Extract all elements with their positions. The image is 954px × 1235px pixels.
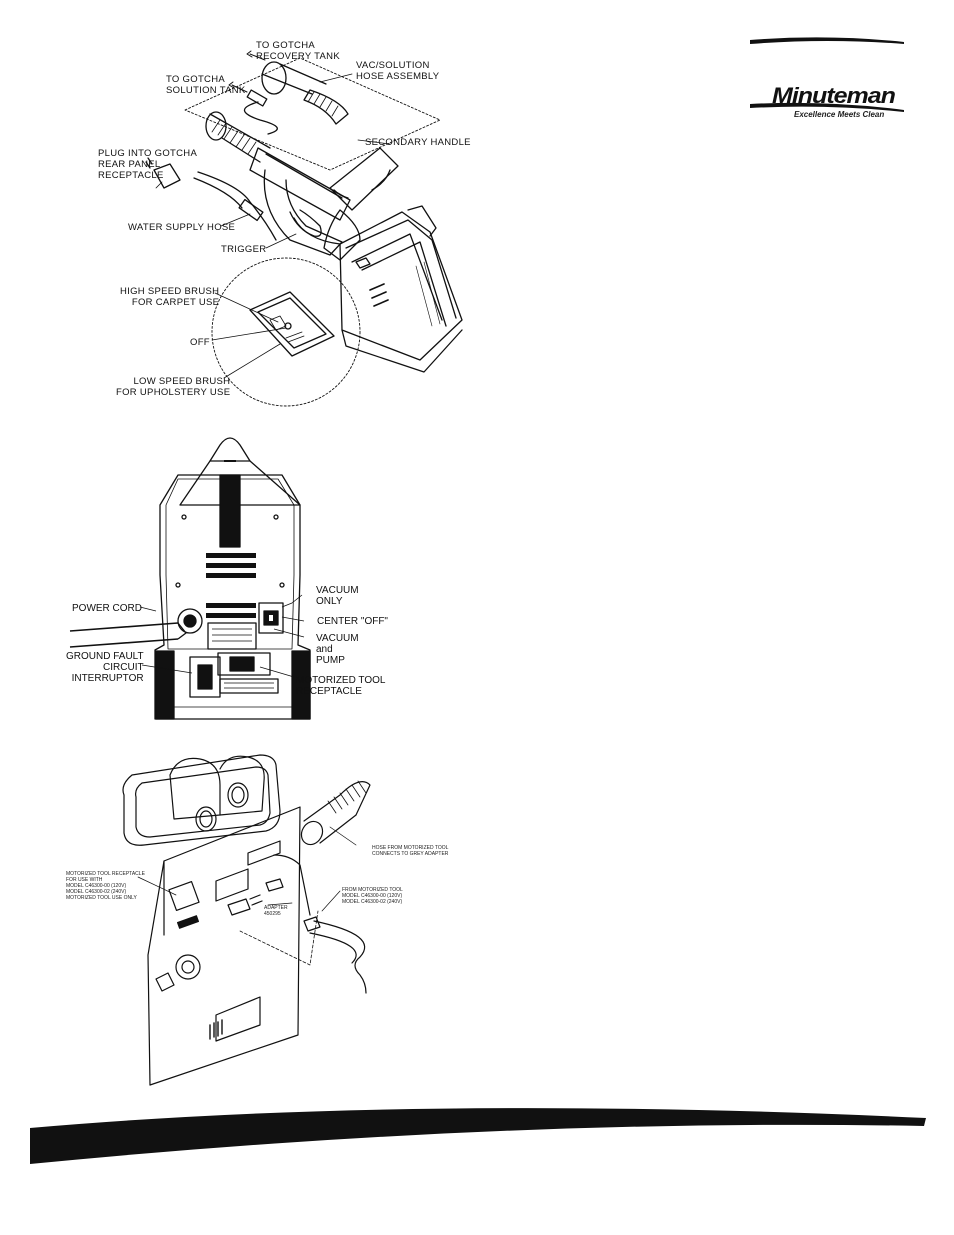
label-power-cord: POWER CORD: [72, 603, 142, 614]
brand-name: Minuteman: [772, 83, 896, 109]
minuteman-logo: Minuteman Excellence Meets Clean: [748, 30, 908, 119]
label-water-supply-hose: WATER SUPPLY HOSE: [128, 222, 236, 233]
label-high-speed-brush: HIGH SPEED BRUSH FOR CARPET USE: [120, 286, 220, 308]
tool-illustration: [145, 50, 463, 407]
logo-swoosh-graphic: [750, 37, 904, 112]
label-trigger: TRIGGER: [221, 244, 267, 255]
machine-rear-illustration: [69, 437, 311, 720]
label-recovery-tank: TO GOTCHA RECOVERY TANK: [256, 40, 340, 62]
label-solution-tank: TO GOTCHA SOLUTION TANK: [166, 74, 246, 96]
label-vacuum-only: VACUUM ONLY: [316, 585, 359, 607]
adapter-illustration: [122, 754, 371, 1086]
label-off: OFF: [190, 337, 210, 348]
figure-upholstery-tool: TO GOTCHA RECOVERY TANK TO GOTCHA SOLUTI…: [90, 30, 490, 415]
label-adapter: ADAPTER 450295: [264, 905, 288, 917]
label-gfci: GROUND FAULT CIRCUIT INTERRUPTOR: [66, 651, 144, 684]
label-vacuum-and-pump: VACUUM and PUMP: [316, 633, 359, 666]
figure-adapter-connection: MOTORIZED TOOL RECEPTACLE FOR USE WITH M…: [60, 735, 460, 1095]
footer-swoosh-graphic: [30, 1108, 926, 1164]
label-hose-assembly: VAC/SOLUTION HOSE ASSEMBLY: [356, 60, 440, 82]
label-secondary-handle: SECONDARY HANDLE: [365, 137, 471, 148]
label-from-motorized-tool: FROM MOTORIZED TOOL MODEL C46300-00 (120…: [342, 887, 403, 905]
label-hose-note: HOSE FROM MOTORIZED TOOL CONNECTS TO GRE…: [372, 845, 449, 857]
label-low-speed-brush: LOW SPEED BRUSH FOR UPHOLSTERY USE: [116, 376, 231, 398]
label-motorized-tool-receptacle: MOTORIZED TOOL RECEPTACLE: [296, 675, 386, 697]
brand-tagline: Excellence Meets Clean: [794, 110, 885, 119]
figure-machine-rear-panel: POWER CORD GROUND FAULT CIRCUIT INTERRUP…: [60, 425, 400, 725]
label-plug-receptacle: PLUG INTO GOTCHA REAR PANEL RECEPTACLE: [98, 148, 198, 181]
label-center-off: CENTER "OFF": [317, 616, 388, 627]
label-receptacle-note: MOTORIZED TOOL RECEPTACLE FOR USE WITH M…: [66, 871, 145, 901]
